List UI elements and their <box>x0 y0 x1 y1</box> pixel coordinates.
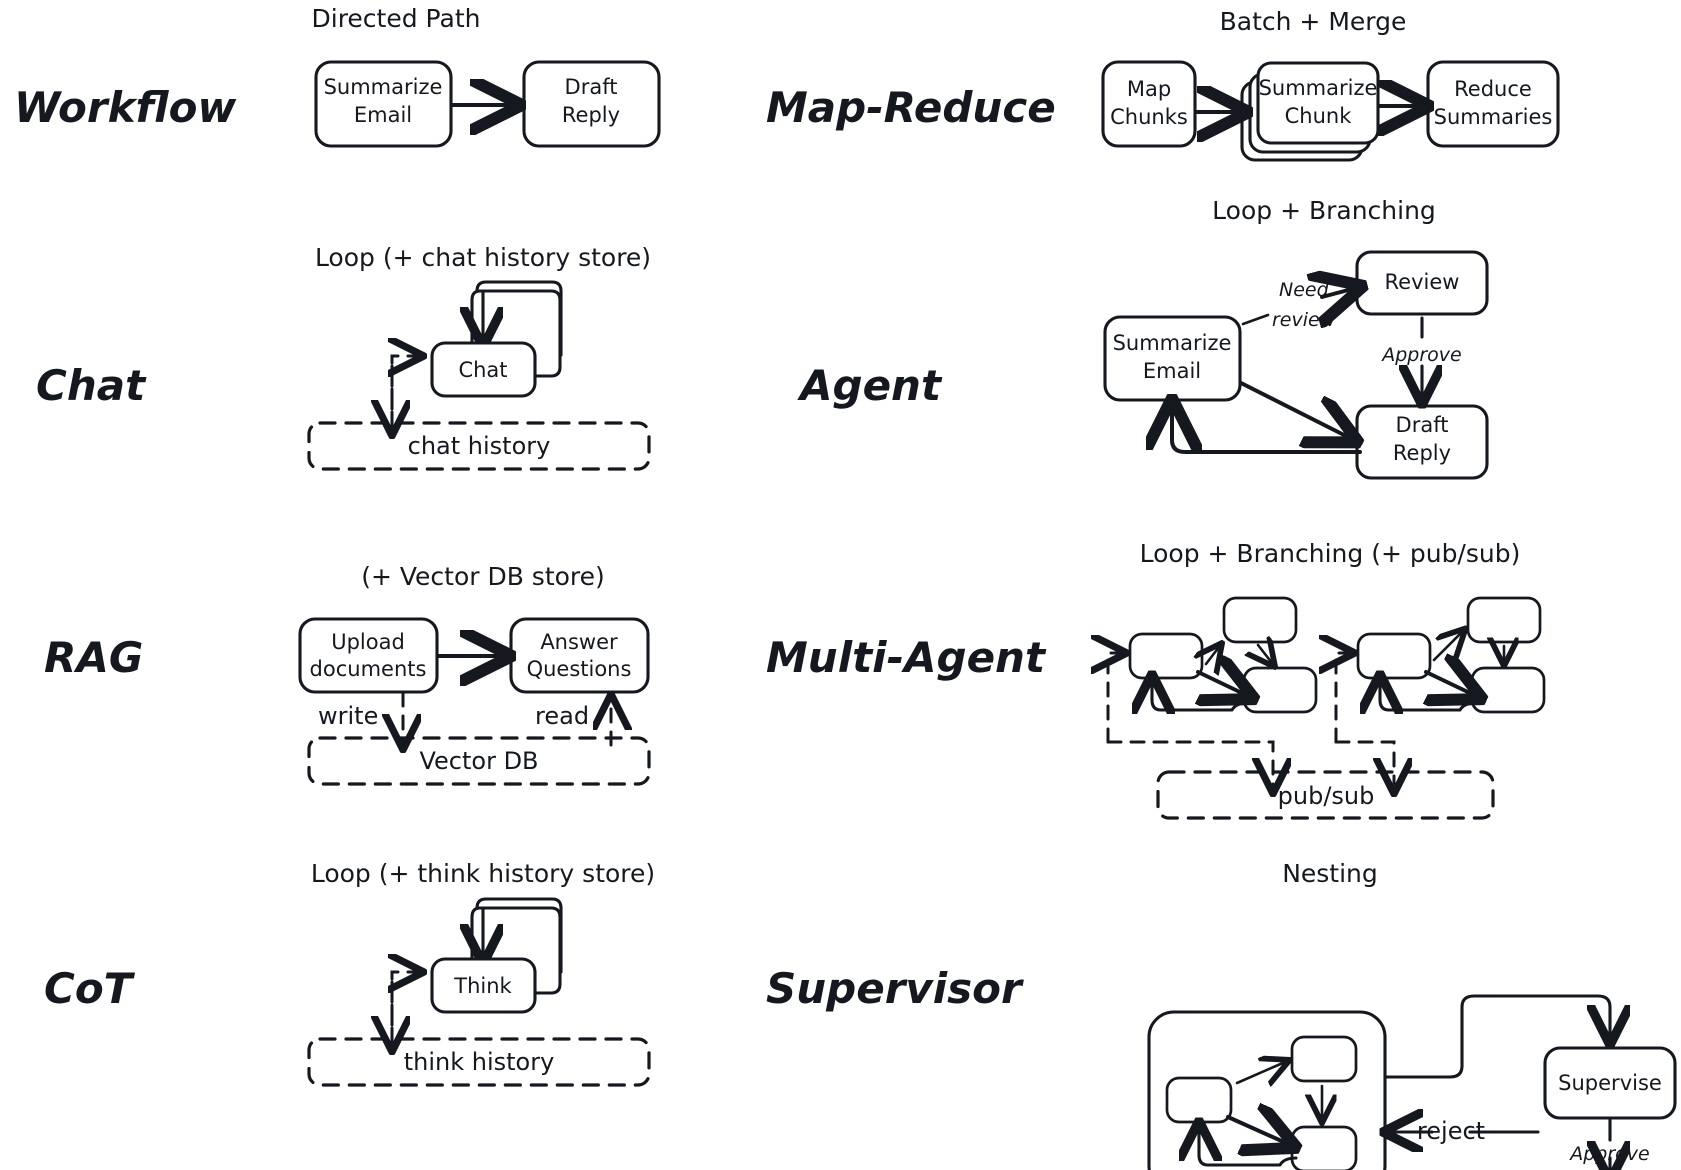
edge-label-reject: reject <box>1417 1117 1485 1145</box>
arrow-draft-feedback <box>1172 410 1362 454</box>
node-summarize-chunk[interactable] <box>1256 61 1380 145</box>
arrow-pubsub-out-b <box>1334 740 1394 788</box>
nested-node-left[interactable] <box>1165 1076 1233 1124</box>
store-label: chat history <box>408 432 551 460</box>
arrow-left-to-right <box>1198 672 1244 694</box>
row-label-multi-agent: Multi-Agent <box>766 633 1047 682</box>
caption-chat-loop: Loop (+ chat history store) <box>315 243 651 272</box>
node-label: Map <box>1127 77 1171 101</box>
nested-node-bottom[interactable] <box>1290 1125 1358 1170</box>
row-label-rag: RAG <box>44 633 143 682</box>
node-label: Upload <box>331 630 405 654</box>
edge-label-read: read <box>535 702 589 730</box>
row-label-supervisor: Supervisor <box>766 964 1024 1013</box>
node-label: Draft <box>1396 413 1449 437</box>
row-label-workflow: Workflow <box>14 83 236 132</box>
store-pub-sub[interactable] <box>1156 770 1495 820</box>
edge-label-need-review-2: review <box>1272 309 1336 331</box>
store-label: think history <box>404 1048 555 1076</box>
nested-node-top[interactable] <box>1290 1035 1358 1083</box>
arrow-right-feedback <box>1152 683 1250 710</box>
node-label: Chunks <box>1110 105 1188 129</box>
cot-loop-path <box>475 897 563 974</box>
edge-label-approve: Approve <box>1380 344 1462 366</box>
arrow-left-to-top <box>1432 632 1462 662</box>
chat-loop-path <box>475 280 563 357</box>
arrow-pubsub-out-a <box>1106 740 1273 788</box>
edge-label-approve-supervisor: Approve <box>1568 1143 1650 1165</box>
caption-multi-agent: Loop + Branching (+ pub/sub) <box>1140 539 1521 568</box>
arrow-history-to-think <box>392 972 418 1050</box>
node-label: Summaries <box>1434 105 1553 129</box>
node-label: Review <box>1385 270 1460 294</box>
arrow-right-feedback <box>1380 683 1478 710</box>
arrow-top-to-right <box>1258 645 1272 663</box>
node-label: Summarize <box>1113 331 1232 355</box>
arrow-pubsub-in-b <box>1336 653 1349 744</box>
node-label: Chat <box>458 358 507 382</box>
node-label: Summarize <box>324 75 443 99</box>
caption-nesting: Nesting <box>1282 859 1378 888</box>
node-label: Answer <box>540 630 618 654</box>
arrow-pubsub-in-a <box>1108 653 1121 744</box>
node-label: Reply <box>562 103 620 127</box>
cluster-node-left[interactable] <box>1356 632 1432 680</box>
cluster-node-top[interactable] <box>1466 596 1542 644</box>
agent-cluster-a <box>1106 596 1318 788</box>
cluster-node-top[interactable] <box>1222 596 1298 644</box>
caption-batch-merge: Batch + Merge <box>1220 7 1407 36</box>
arrow-group-to-supervise <box>1385 994 1610 1079</box>
edge-label-need-review: Need <box>1279 279 1330 301</box>
caption-cot-loop: Loop (+ think history store) <box>311 859 655 888</box>
cluster-node-left[interactable] <box>1128 632 1204 680</box>
row-label-chat: Chat <box>36 361 147 410</box>
node-chat[interactable] <box>430 341 537 398</box>
arrow-left-to-right <box>1426 672 1472 694</box>
node-supervise[interactable] <box>1543 1046 1677 1120</box>
node-label: Chunk <box>1285 104 1353 128</box>
store-think-history[interactable] <box>307 1037 651 1087</box>
node-label: Email <box>354 103 412 127</box>
arrow-nested-left-to-bottom <box>1226 1117 1286 1143</box>
arrow-summarize-to-draft-agent <box>1239 381 1348 437</box>
node-label: Summarize <box>1259 76 1378 100</box>
cluster-node-right[interactable] <box>1470 666 1546 714</box>
edge-need-review-stub <box>1241 313 1270 326</box>
store-chat-history[interactable] <box>307 421 651 471</box>
edge-label-write: write <box>318 702 378 730</box>
row-label-agent: Agent <box>797 361 943 410</box>
node-label: Reduce <box>1454 77 1532 101</box>
node-label: Draft <box>565 75 618 99</box>
store-label: Vector DB <box>419 747 538 775</box>
store-label: pub/sub <box>1278 782 1375 810</box>
row-label-cot: CoT <box>44 964 136 1013</box>
arrow-left-to-top <box>1206 647 1219 664</box>
arrow-nested-feedback <box>1199 1130 1298 1167</box>
node-label: Think <box>453 974 512 998</box>
node-reduce-summaries[interactable] <box>1426 60 1560 148</box>
arrow-nested-left-to-top <box>1235 1062 1285 1083</box>
caption-agent-loop: Loop + Branching <box>1212 196 1436 225</box>
node-map-chunks[interactable] <box>1101 60 1197 148</box>
node-label: documents <box>310 657 427 681</box>
cluster-node-right[interactable] <box>1242 666 1318 714</box>
node-label: Questions <box>527 657 632 681</box>
node-think[interactable] <box>430 957 537 1014</box>
arrow-to-review <box>1322 289 1352 297</box>
node-label: Email <box>1143 359 1201 383</box>
caption-directed-path: Directed Path <box>312 4 481 33</box>
caption-rag-store: (+ Vector DB store) <box>361 562 605 591</box>
node-label: Reply <box>1393 441 1451 465</box>
agent-cluster-b <box>1334 596 1546 788</box>
store-vector-db[interactable] <box>307 736 651 786</box>
row-label-map-reduce: Map-Reduce <box>766 83 1056 132</box>
arrow-history-to-chat <box>392 356 418 434</box>
node-label: Supervise <box>1558 1071 1662 1095</box>
